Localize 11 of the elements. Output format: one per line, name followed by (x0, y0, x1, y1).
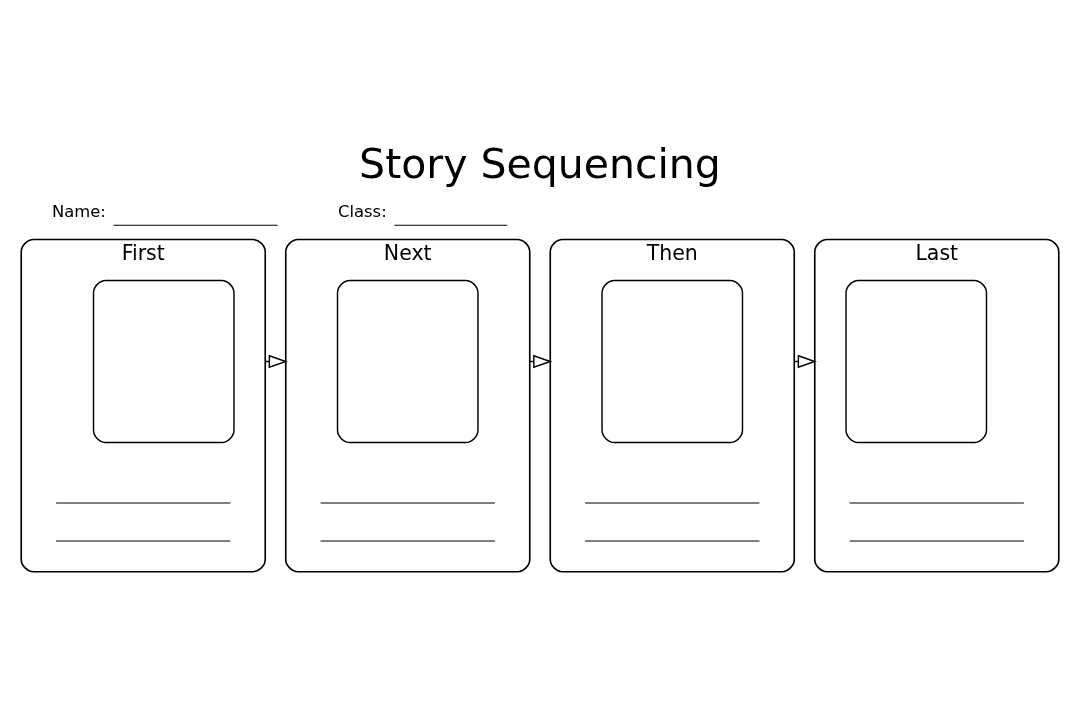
label: Name: (51, 201, 106, 221)
cluster: Then (549, 238, 796, 573)
cluster: First (20, 238, 267, 573)
node-box (336, 279, 479, 443)
cluster: Last (813, 238, 1060, 573)
cluster: Next (284, 238, 531, 573)
node-box (845, 279, 988, 443)
diagram-title: Story Sequencing (359, 139, 721, 188)
node-box (601, 279, 744, 443)
label: Class: (338, 201, 387, 221)
node-box (92, 279, 235, 443)
